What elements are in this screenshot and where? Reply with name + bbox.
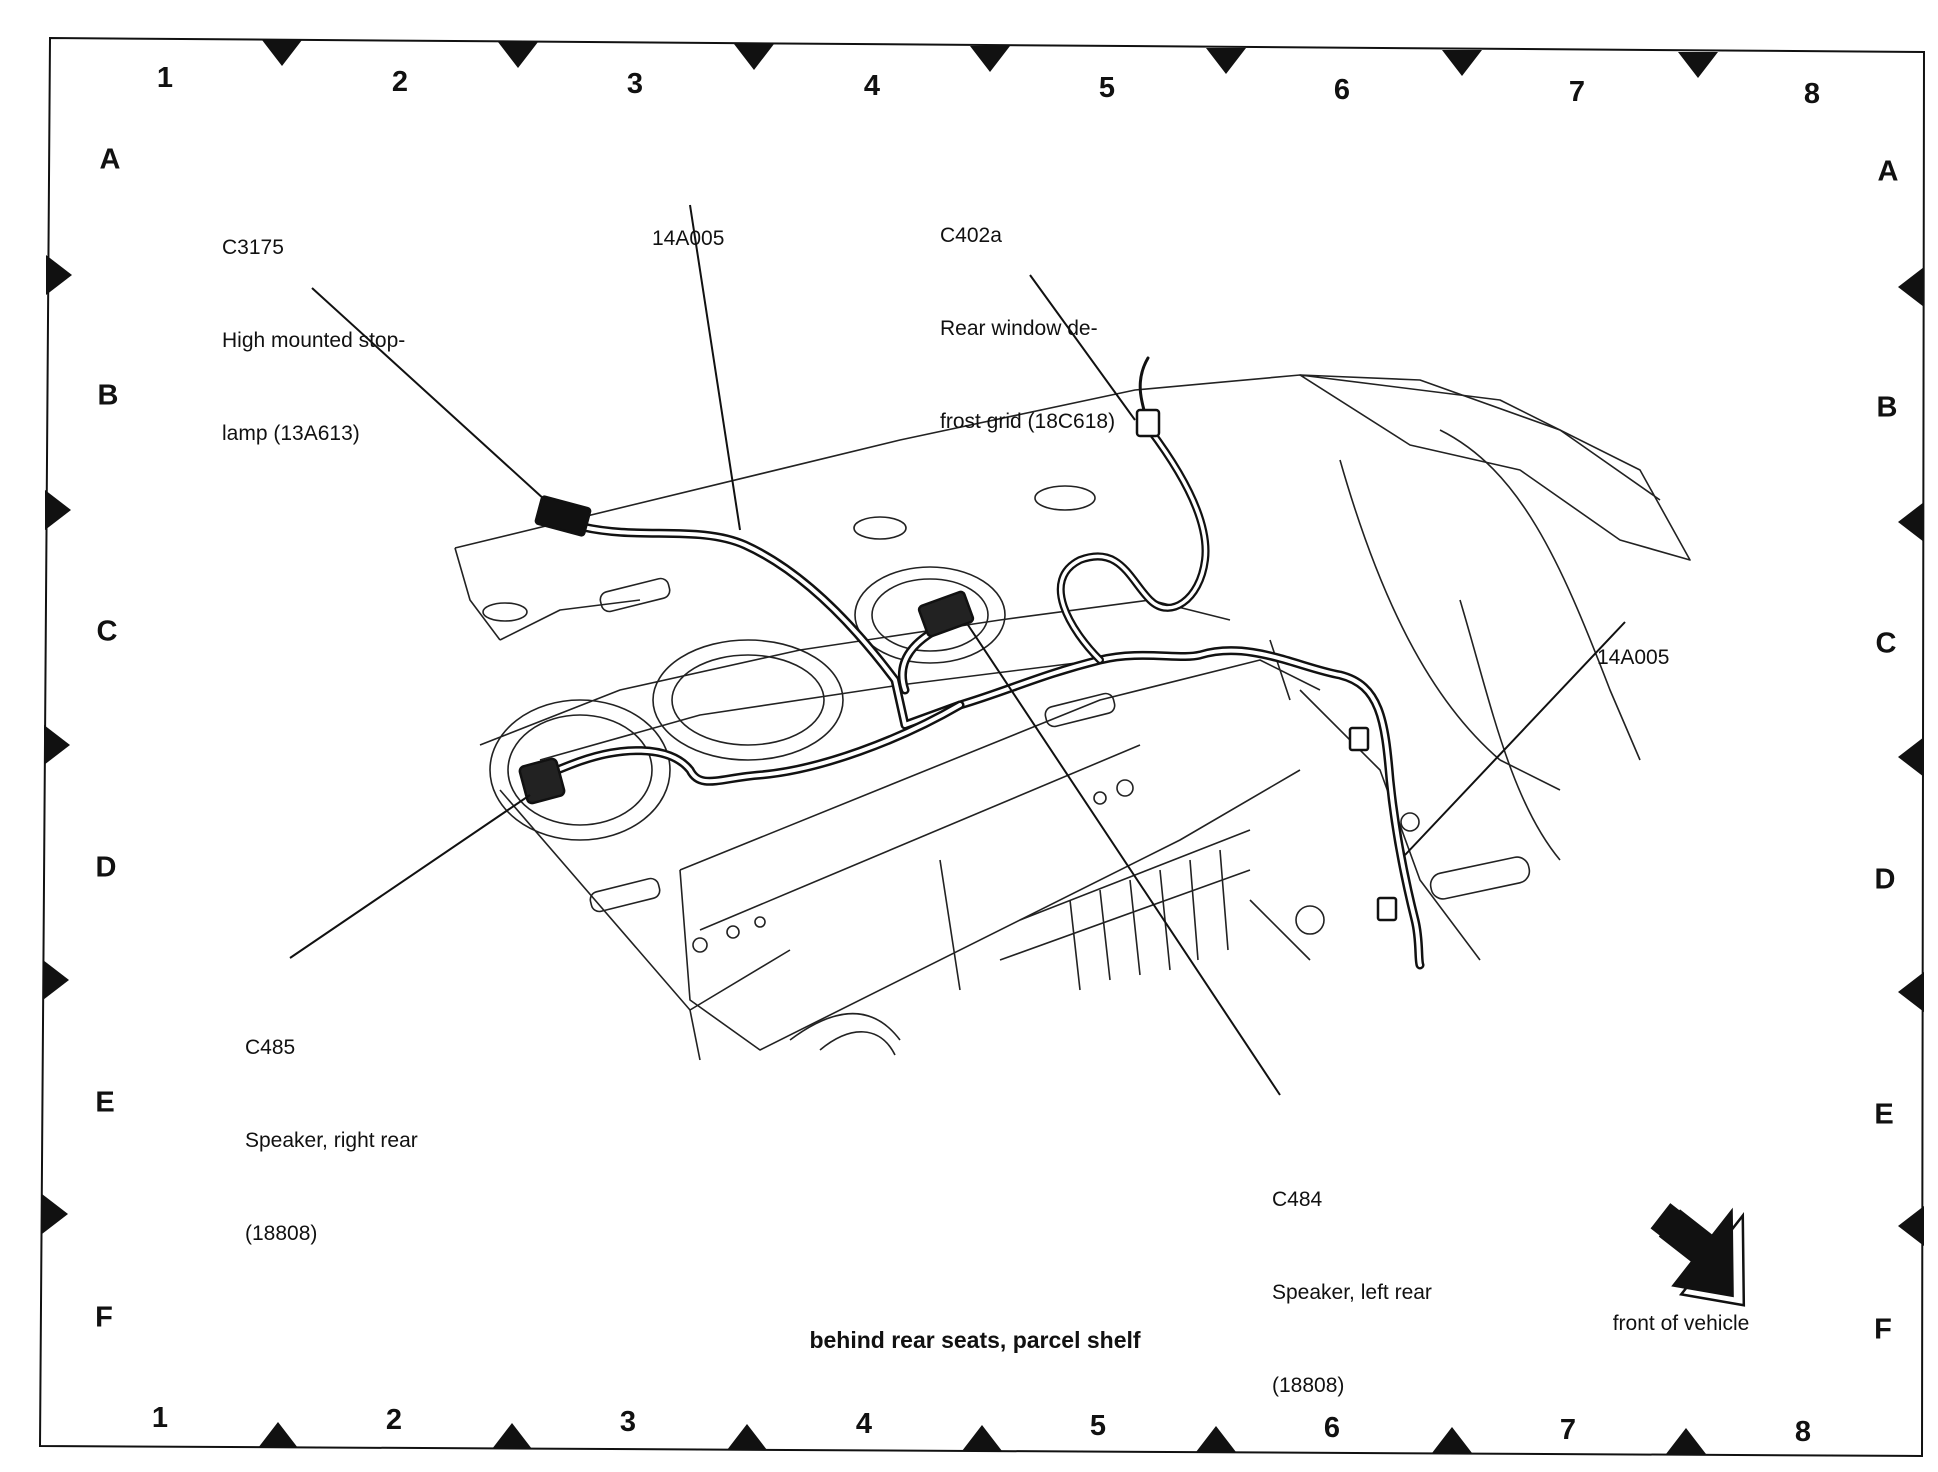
column-number-top: 3: [626, 68, 644, 100]
connector-c485: [518, 757, 566, 805]
grid-marker-bottom: [492, 1423, 532, 1449]
grid-marker-left: [43, 960, 69, 1000]
callout-text: Speaker, right rear: [245, 1129, 418, 1152]
callout-text: (18808): [1272, 1374, 1345, 1397]
callout-text: Speaker, left rear: [1272, 1281, 1432, 1304]
callout-text: lamp (13A613): [222, 422, 360, 445]
column-number-bottom: 8: [1794, 1416, 1812, 1448]
callout-c484: C484 Speaker, left rear (18808): [1272, 1122, 1432, 1463]
grid-marker-top: [1442, 50, 1482, 76]
leader-c402a: [1029, 274, 1136, 421]
grid-marker-top: [262, 40, 302, 66]
row-letter-left: F: [95, 1301, 113, 1334]
column-number-bottom: 1: [151, 1402, 169, 1434]
callout-id: C485: [245, 1036, 296, 1059]
connector-shapes: [518, 408, 1398, 922]
wiring-harness: [540, 356, 1425, 970]
grid-marker-left: [44, 725, 70, 765]
grid-marker-bottom: [962, 1425, 1002, 1451]
column-number-top: 8: [1803, 78, 1821, 110]
row-letter-right: A: [1877, 155, 1899, 188]
grid-markers: [42, 40, 1924, 1454]
callout-id: 14A005: [1597, 646, 1670, 669]
leader-14a005-right: [1404, 621, 1626, 856]
connector-c484: [917, 590, 975, 638]
grid-marker-top: [970, 46, 1010, 72]
column-number-bottom: 5: [1089, 1410, 1107, 1442]
grid-marker-right: [1898, 1206, 1924, 1246]
harness-clip: [1376, 896, 1398, 922]
column-number-top: 1: [156, 62, 174, 94]
diagram-caption: behind rear seats, parcel shelf: [809, 1327, 1141, 1353]
column-number-top: 6: [1333, 74, 1351, 106]
grid-marker-right: [1898, 737, 1924, 777]
row-letter-left: D: [95, 851, 117, 884]
grid-marker-left: [46, 255, 72, 295]
callout-14a005-top: 14A005: [652, 161, 724, 316]
grid-marker-bottom: [727, 1424, 767, 1450]
callout-c402a: C402a Rear window de- frost grid (18C618…: [940, 158, 1115, 499]
front-direction-arrow-icon: [1650, 1203, 1746, 1307]
column-number-top: 7: [1568, 76, 1586, 108]
grid-marker-right: [1898, 972, 1924, 1012]
grid-marker-bottom: [258, 1422, 298, 1448]
row-letter-right: D: [1874, 863, 1896, 896]
leader-14a005-top: [689, 204, 741, 531]
callout-c3175: C3175 High mounted stop- lamp (13A613): [222, 170, 405, 511]
row-letter-right: F: [1874, 1313, 1892, 1346]
leader-c484: [967, 624, 1281, 1096]
callout-c485: C485 Speaker, right rear (18808): [245, 970, 418, 1311]
grid-marker-top: [734, 44, 774, 70]
row-letter-left: C: [96, 615, 118, 648]
column-number-top: 4: [863, 70, 881, 102]
column-number-top: 5: [1098, 72, 1116, 104]
column-number-bottom: 7: [1559, 1414, 1577, 1446]
callout-text: High mounted stop-: [222, 329, 406, 352]
column-number-bottom: 2: [385, 1404, 403, 1436]
row-letter-left: E: [95, 1086, 115, 1119]
row-letter-left: B: [97, 379, 119, 412]
front-of-vehicle-label: front of vehicle: [1612, 1312, 1750, 1335]
harness-clip: [1348, 726, 1370, 752]
grid-marker-right: [1898, 502, 1924, 542]
connector-c3175: [534, 495, 592, 537]
callout-id: C484: [1272, 1188, 1323, 1211]
grid-marker-bottom: [1432, 1427, 1472, 1453]
row-letter-right: B: [1876, 391, 1898, 424]
callout-id: 14A005: [652, 227, 725, 250]
column-number-bottom: 3: [619, 1406, 637, 1438]
grid-marker-bottom: [1666, 1428, 1706, 1454]
column-number-bottom: 6: [1323, 1412, 1341, 1444]
grid-marker-top: [1206, 48, 1246, 74]
grid-marker-top: [1678, 52, 1718, 78]
column-number-bottom: 4: [855, 1408, 873, 1440]
row-letter-right: E: [1874, 1098, 1894, 1131]
connector-c402a: [1135, 408, 1161, 438]
leader-lines: [289, 204, 1626, 1096]
callout-id: C3175: [222, 236, 284, 259]
grid-marker-left: [42, 1194, 68, 1234]
callout-14a005-right: 14A005: [1597, 580, 1669, 735]
callout-id: C402a: [940, 224, 1002, 247]
row-letter-left: A: [99, 143, 121, 176]
leader-c485: [289, 794, 531, 959]
grid-marker-left: [45, 490, 71, 530]
callout-text: frost grid (18C618): [940, 410, 1116, 433]
callout-text: (18808): [245, 1222, 318, 1245]
grid-marker-right: [1898, 267, 1924, 307]
leader-c3175: [311, 287, 546, 501]
row-letter-right: C: [1875, 627, 1897, 660]
column-number-top: 2: [391, 66, 409, 98]
callout-text: Rear window de-: [940, 317, 1098, 340]
grid-marker-bottom: [1196, 1426, 1236, 1452]
grid-marker-top: [498, 42, 538, 68]
